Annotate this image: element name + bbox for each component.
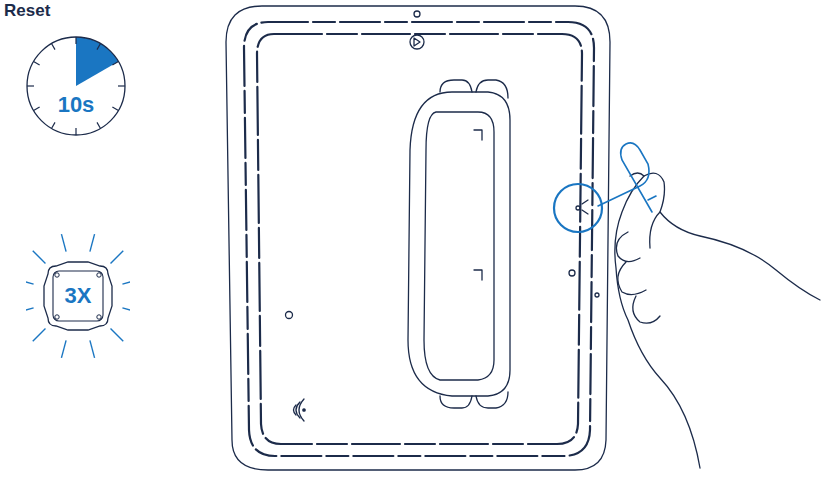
title: Reset [4,1,50,21]
timer-icon [24,34,128,138]
blink-count: 3X [26,283,130,309]
timer-circle: 10s [24,34,128,138]
indicator-light: 3X [26,232,130,360]
duration-label: 10s [24,92,128,118]
